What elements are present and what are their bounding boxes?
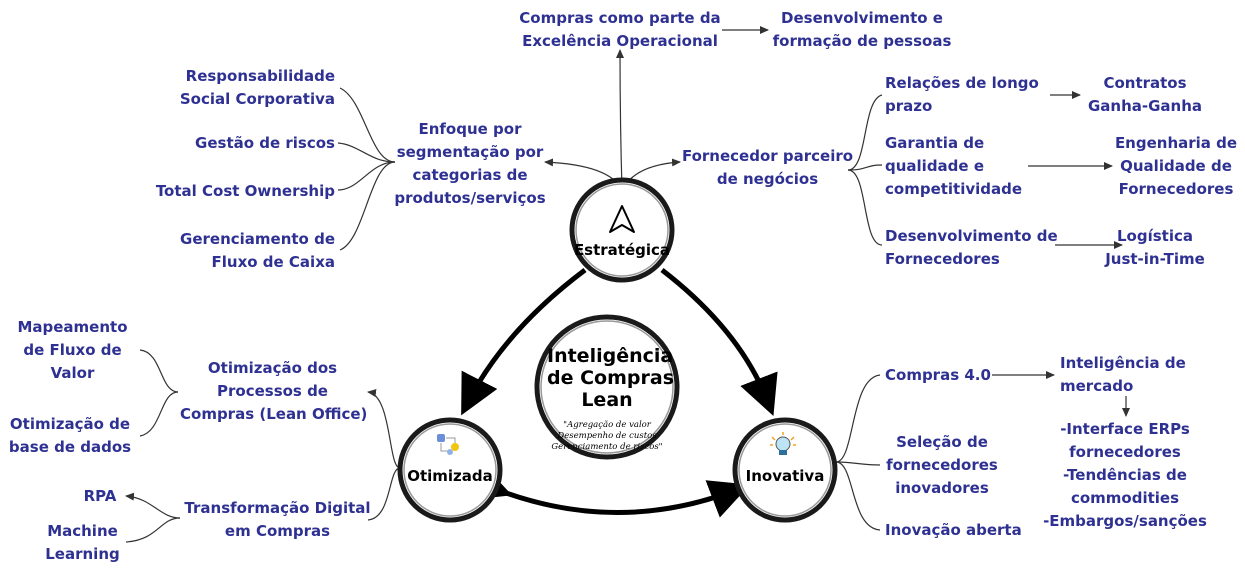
node-inovativa-label: Inovativa [745, 467, 825, 485]
arrow-estrategica-to-inovativa [660, 268, 778, 416]
navigation-arrow-icon [609, 205, 635, 233]
label-compras40: Compras 4.0 [885, 366, 991, 384]
lightbulb-icon [770, 432, 796, 455]
node-otimizada-circle [397, 417, 503, 523]
center-circle [534, 314, 680, 460]
process-flow-icon [437, 434, 459, 455]
label-gestao-riscos: Gestão de riscos [195, 134, 335, 152]
otimizada-connectors [125, 349, 401, 543]
arrow-otimizada-inovativa [467, 462, 751, 518]
label-total-cost: Total Cost Ownership [155, 182, 335, 200]
center-title: Inteligência de Compras Lean [547, 345, 674, 411]
label-inovacao-aberta: Inovação aberta [885, 521, 1022, 539]
label-rpa: RPA [83, 487, 117, 505]
node-estrategica-circle [569, 177, 675, 283]
node-inovativa-circle [732, 417, 838, 523]
center-subtitle: "Agregação de valor Desempenho de custos… [551, 420, 663, 452]
node-otimizada-label: Otimizada [407, 467, 493, 485]
node-estrategica-label: Estratégica [573, 241, 671, 259]
inovativa-connectors [835, 371, 1130, 531]
arrow-estrategica-to-otimizada [461, 268, 587, 416]
